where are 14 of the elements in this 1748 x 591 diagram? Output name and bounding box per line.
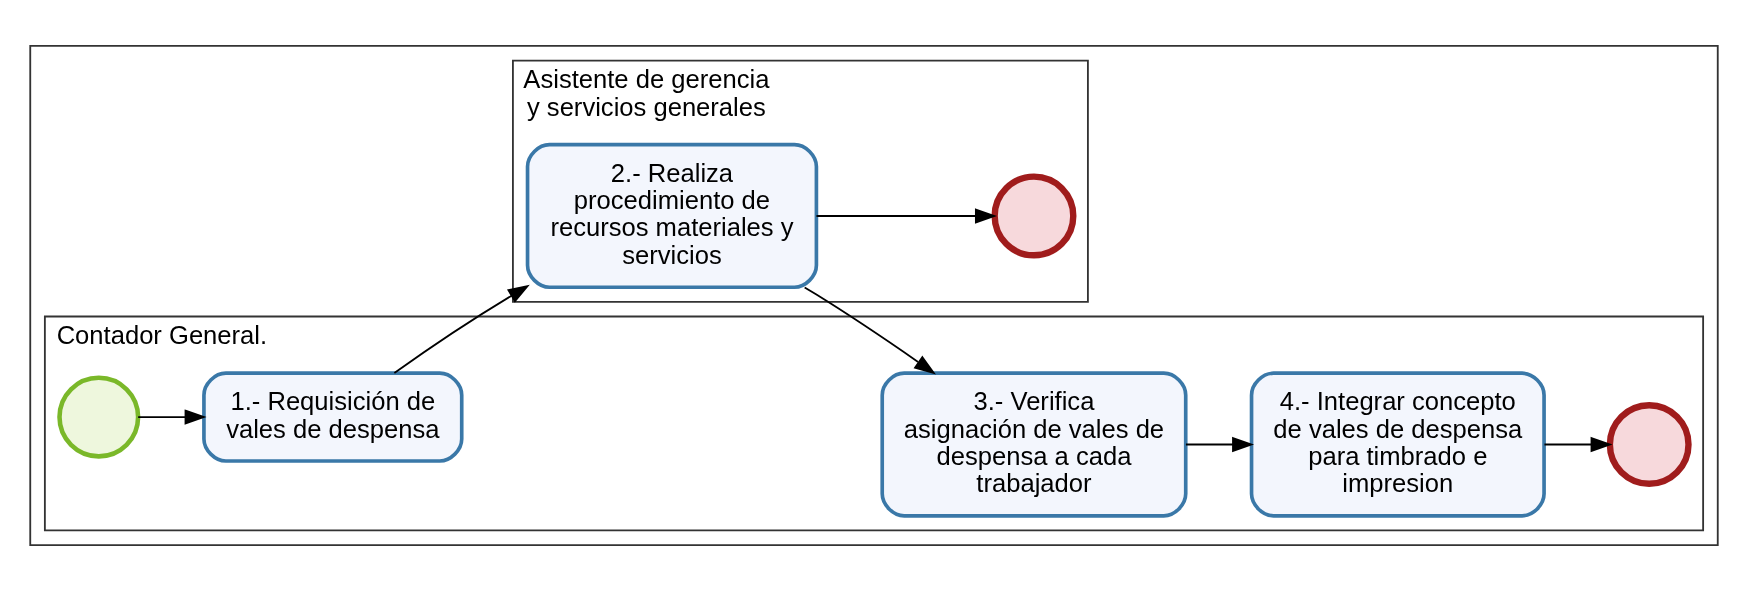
arrow — [803, 286, 936, 375]
arrow — [393, 284, 530, 374]
node-circle — [1606, 402, 1692, 487]
node-box: 2.- Realiza procedimiento de recursos materiales y servicios — [525, 142, 819, 290]
node-circle — [991, 173, 1077, 259]
node-box: 4.- Integrar concepto de vales de despensa para timbrado e impresion — [1249, 371, 1546, 518]
arrow — [1185, 436, 1255, 453]
arrow — [815, 208, 997, 224]
arrow — [137, 409, 207, 425]
arrow — [1543, 436, 1613, 453]
node-box: 3.- Verifica asignación de vales de despensa a cada trabajador — [880, 371, 1188, 518]
cluster — [29, 45, 1719, 546]
node-box: 1.- Requisición de vales de despensa — [202, 371, 464, 463]
node-circle — [57, 375, 141, 459]
